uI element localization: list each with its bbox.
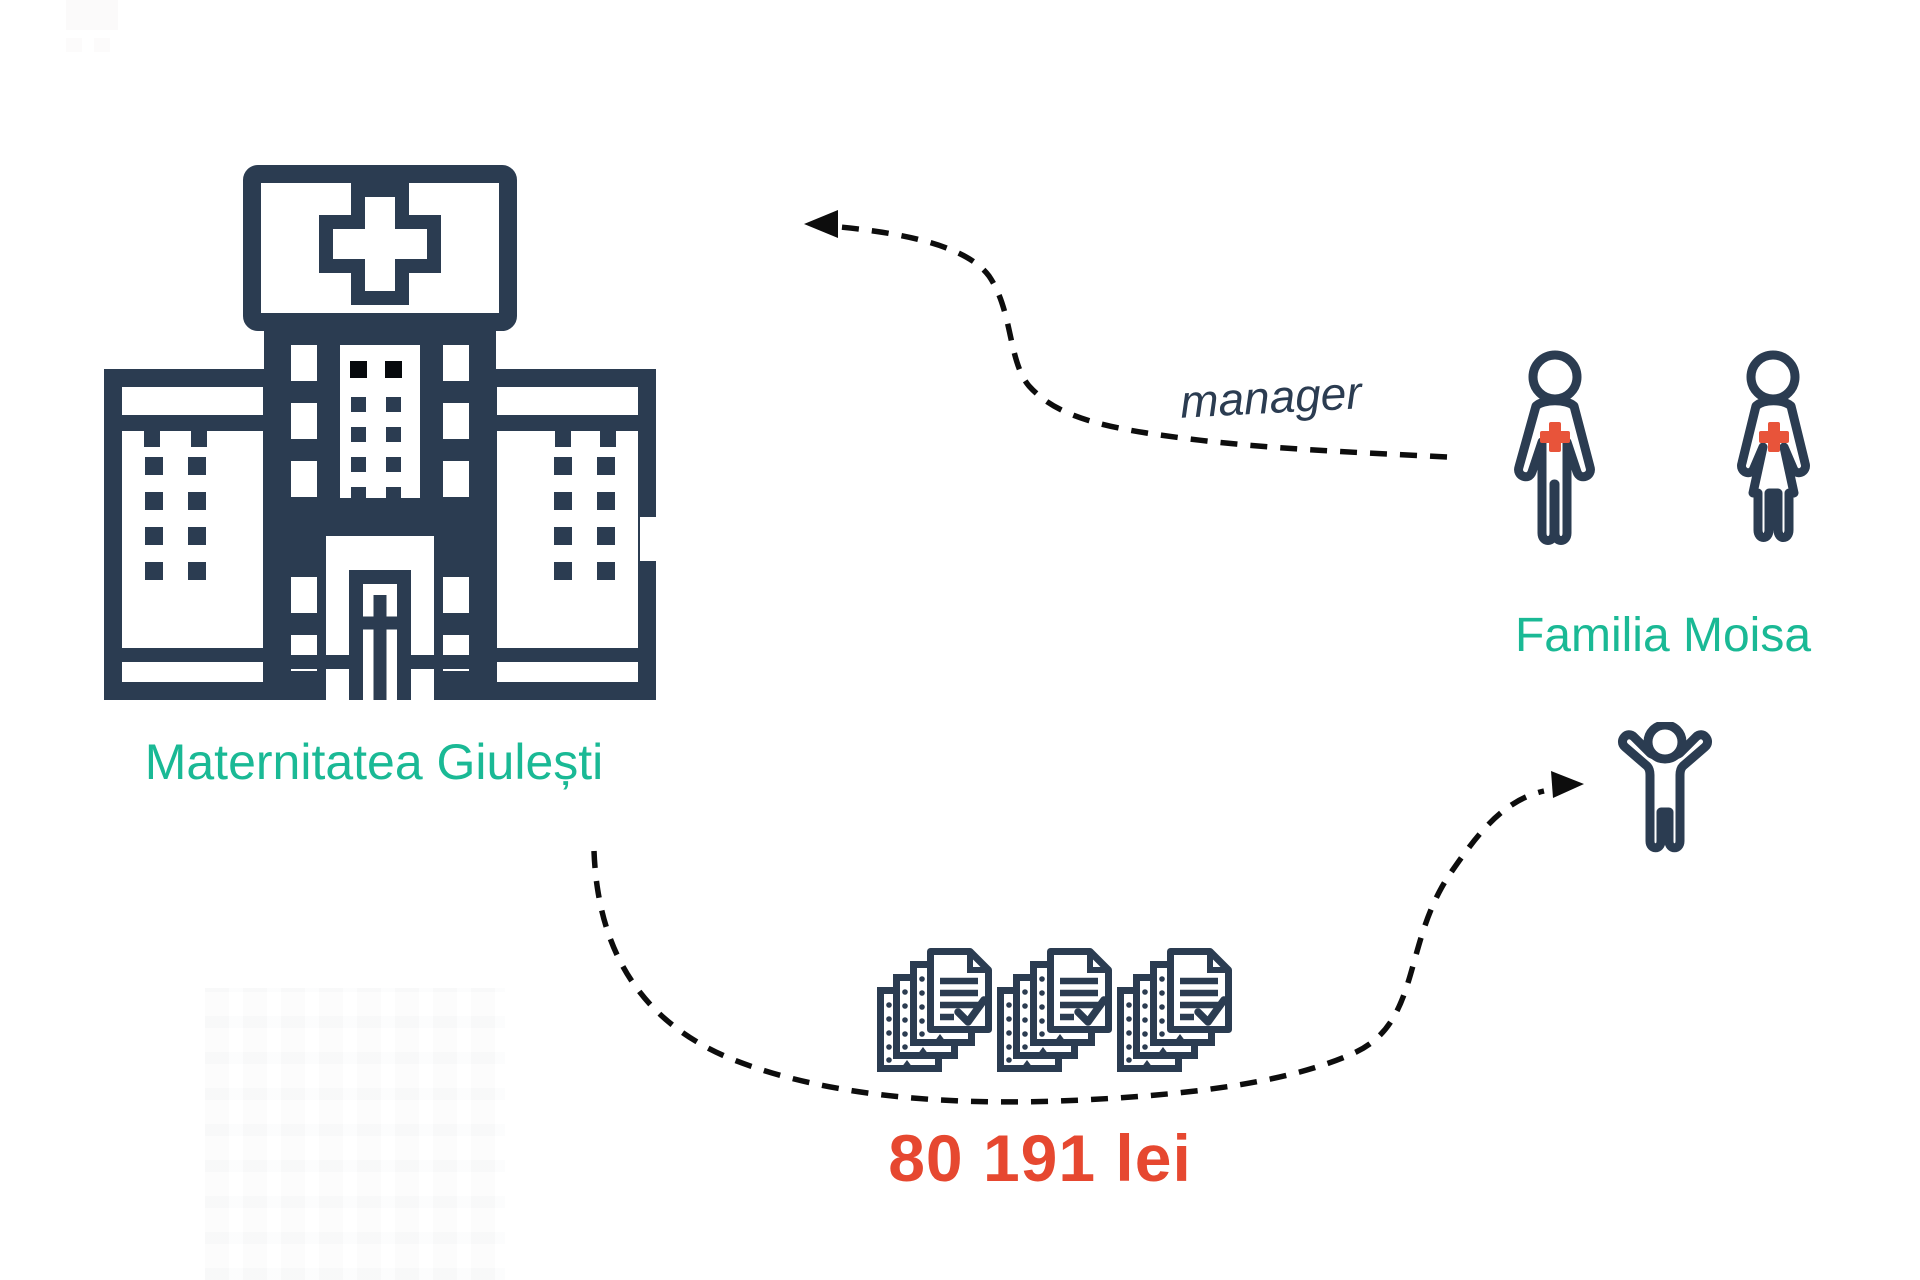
document-stacks <box>877 948 1233 1076</box>
document-stack-icon <box>1121 952 1229 1069</box>
family-name-label: Familia Moisa <box>1514 609 1812 662</box>
medical-cross-icon <box>319 183 441 305</box>
manager-arrowhead-icon <box>804 210 838 238</box>
man-red-cross-icon <box>1540 422 1570 452</box>
hospital-center-panel <box>326 331 434 512</box>
manager-flow-arrow-path <box>839 224 1448 460</box>
man-icon <box>1514 350 1595 545</box>
payment-amount-label: 80 191 lei <box>888 1121 1192 1195</box>
payment-flow-arrow-path <box>591 788 1545 1105</box>
woman-icon <box>1737 350 1810 542</box>
manager-flow-label: manager <box>1178 366 1363 428</box>
faint-watermark-bottom-left <box>205 988 505 1280</box>
hospital-name-label: Maternitatea Giulești <box>144 734 604 790</box>
hospital-icon <box>104 165 656 700</box>
payment-arrowhead-icon <box>1551 771 1584 798</box>
child-icon <box>1618 722 1712 853</box>
document-stack-icon <box>1001 952 1109 1069</box>
woman-red-cross-icon <box>1759 422 1789 452</box>
document-stack-icon <box>881 952 989 1069</box>
faint-watermark-top-left <box>58 0 130 58</box>
